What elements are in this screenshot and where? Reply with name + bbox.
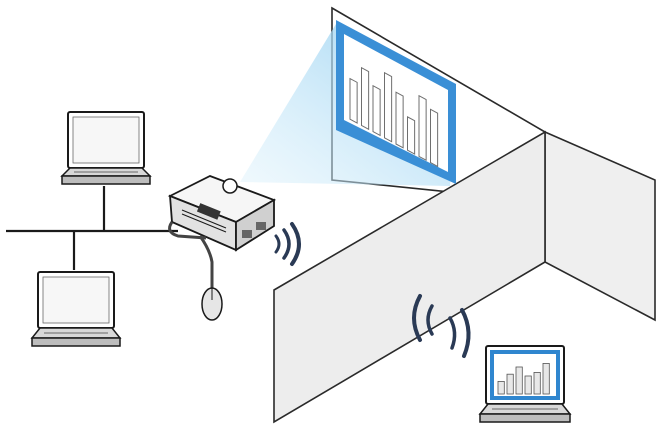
laptop-chart-bar — [533, 371, 541, 395]
wall-chart-bars — [349, 66, 439, 168]
network-cable — [6, 186, 178, 270]
wall-chart-bar — [418, 94, 427, 162]
wifi-signal-icon — [412, 294, 471, 358]
laptop-chart-bar — [542, 362, 550, 395]
laptop-chart-bar — [524, 375, 532, 395]
laptop-chart-bar — [506, 373, 514, 395]
wall-chart-bar — [372, 84, 381, 137]
front-wall — [273, 130, 546, 424]
laptop-icon — [30, 271, 122, 347]
projector-cables — [168, 221, 214, 288]
wall-chart-bar — [407, 116, 416, 155]
laptop-icon — [60, 111, 152, 185]
projector-icon — [167, 175, 277, 252]
wall-chart-bar — [384, 71, 393, 143]
wall-chart-bar — [349, 77, 358, 124]
wall-chart-bar — [430, 108, 439, 168]
laptop-chart-bar — [497, 381, 505, 395]
wifi-signal-icon — [274, 222, 301, 266]
projection-screen-icon — [336, 20, 456, 184]
laptop-icon — [478, 345, 572, 423]
laptop-chart-bar — [515, 366, 523, 395]
wall-chart-bar — [395, 91, 404, 149]
wall-chart-bar — [361, 66, 370, 131]
mouse-icon — [201, 287, 223, 321]
laptop-chart-bars — [497, 362, 550, 395]
right-wall — [544, 130, 656, 322]
